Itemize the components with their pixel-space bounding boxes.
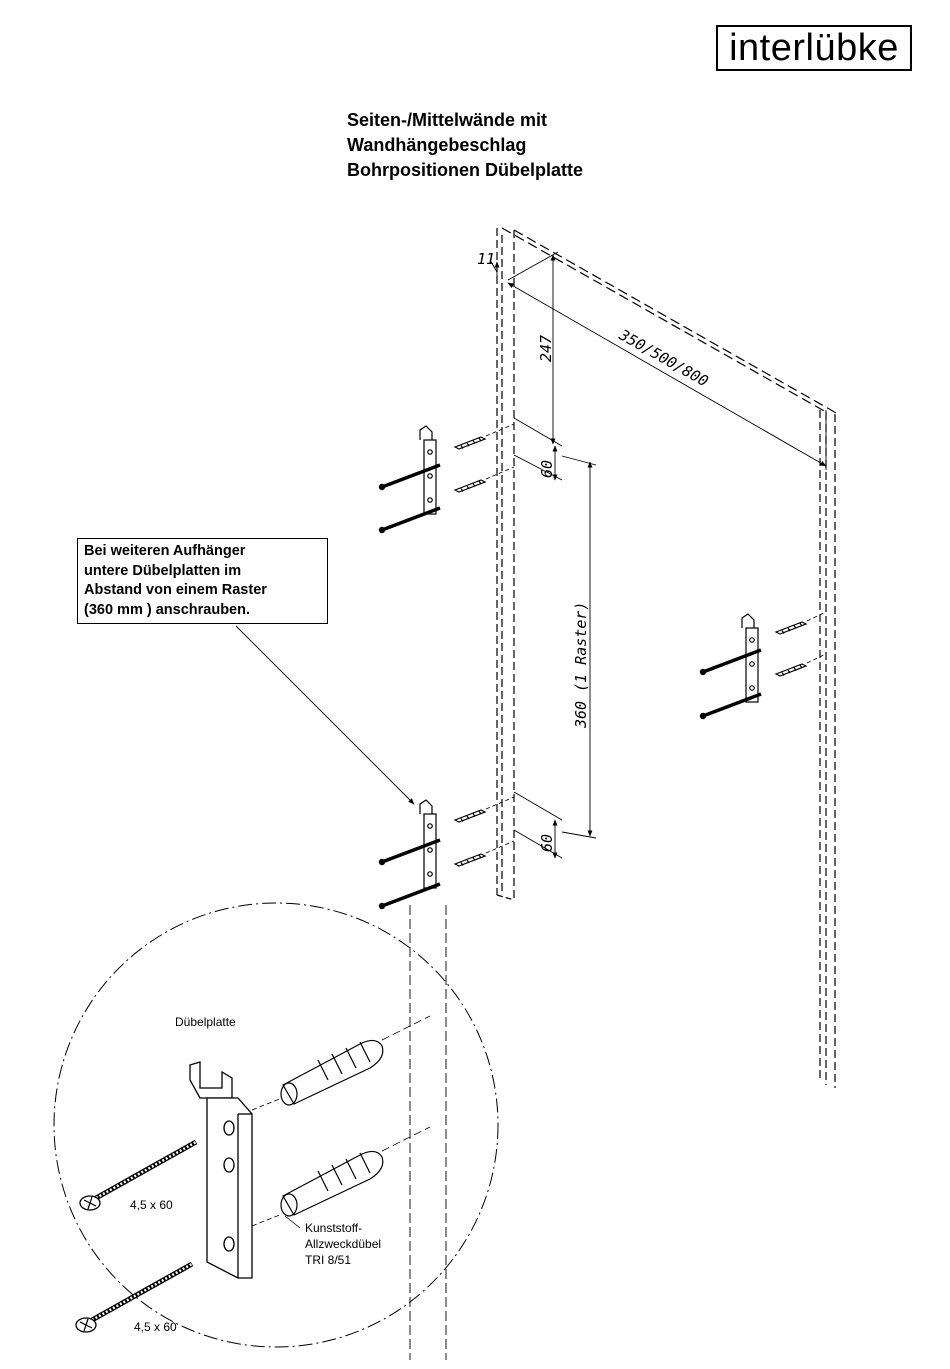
dim-lower-spacing-label: 60 [538, 834, 556, 852]
detail-view: Dübelplatte 4,5 x 60 4,5 x 60 Kunststoff… [54, 903, 498, 1360]
dim-raster-label: 360 (1 Raster) [572, 602, 590, 729]
detail-screw-lower-label: 4,5 x 60 [134, 1320, 177, 1334]
detail-dowel-label-3: TRI 8/51 [305, 1253, 351, 1267]
detail-dowel-label-1: Kunststoff- [305, 1221, 362, 1235]
note-line-1: Bei weiteren Aufhänger [84, 542, 321, 562]
dimension-upper-spacing: 60 [514, 418, 562, 480]
left-side-panel [497, 228, 838, 900]
detail-plate-label: Dübelplatte [175, 1015, 236, 1029]
dim-top-label: 247 [537, 335, 555, 362]
dim-width-label: 350/500/800 [615, 325, 711, 390]
detail-dowel-plate [190, 1062, 252, 1278]
dim-upper-spacing-label: 60 [538, 460, 556, 478]
detail-dowel-upper [252, 1016, 430, 1110]
right-side-panel [820, 410, 835, 1088]
dimension-top: 247 [508, 252, 558, 444]
note-line-4: (360 mm ) anschrauben. [84, 601, 321, 621]
detail-dowel-label-2: Allzweckdübel [305, 1237, 381, 1251]
upper-left-hanger [379, 424, 514, 533]
dim-offset-label: 11 [477, 250, 495, 268]
dimension-raster: 360 (1 Raster) [562, 456, 596, 838]
dimension-lower-spacing: 60 [514, 792, 562, 858]
note-leader-line [236, 626, 414, 804]
note-line-2: untere Dübelplatten im [84, 562, 321, 582]
dowel-label-leader [285, 1216, 300, 1228]
mounting-note: Bei weiteren Aufhänger untere Dübelplatt… [77, 538, 328, 624]
note-line-3: Abstand von einem Raster [84, 581, 321, 601]
dimension-offset: 11 [477, 250, 497, 280]
lower-left-hanger [379, 797, 514, 909]
detail-dowel-lower [252, 1127, 430, 1226]
right-hanger [700, 612, 826, 719]
detail-screw-upper-label: 4,5 x 60 [130, 1198, 173, 1212]
